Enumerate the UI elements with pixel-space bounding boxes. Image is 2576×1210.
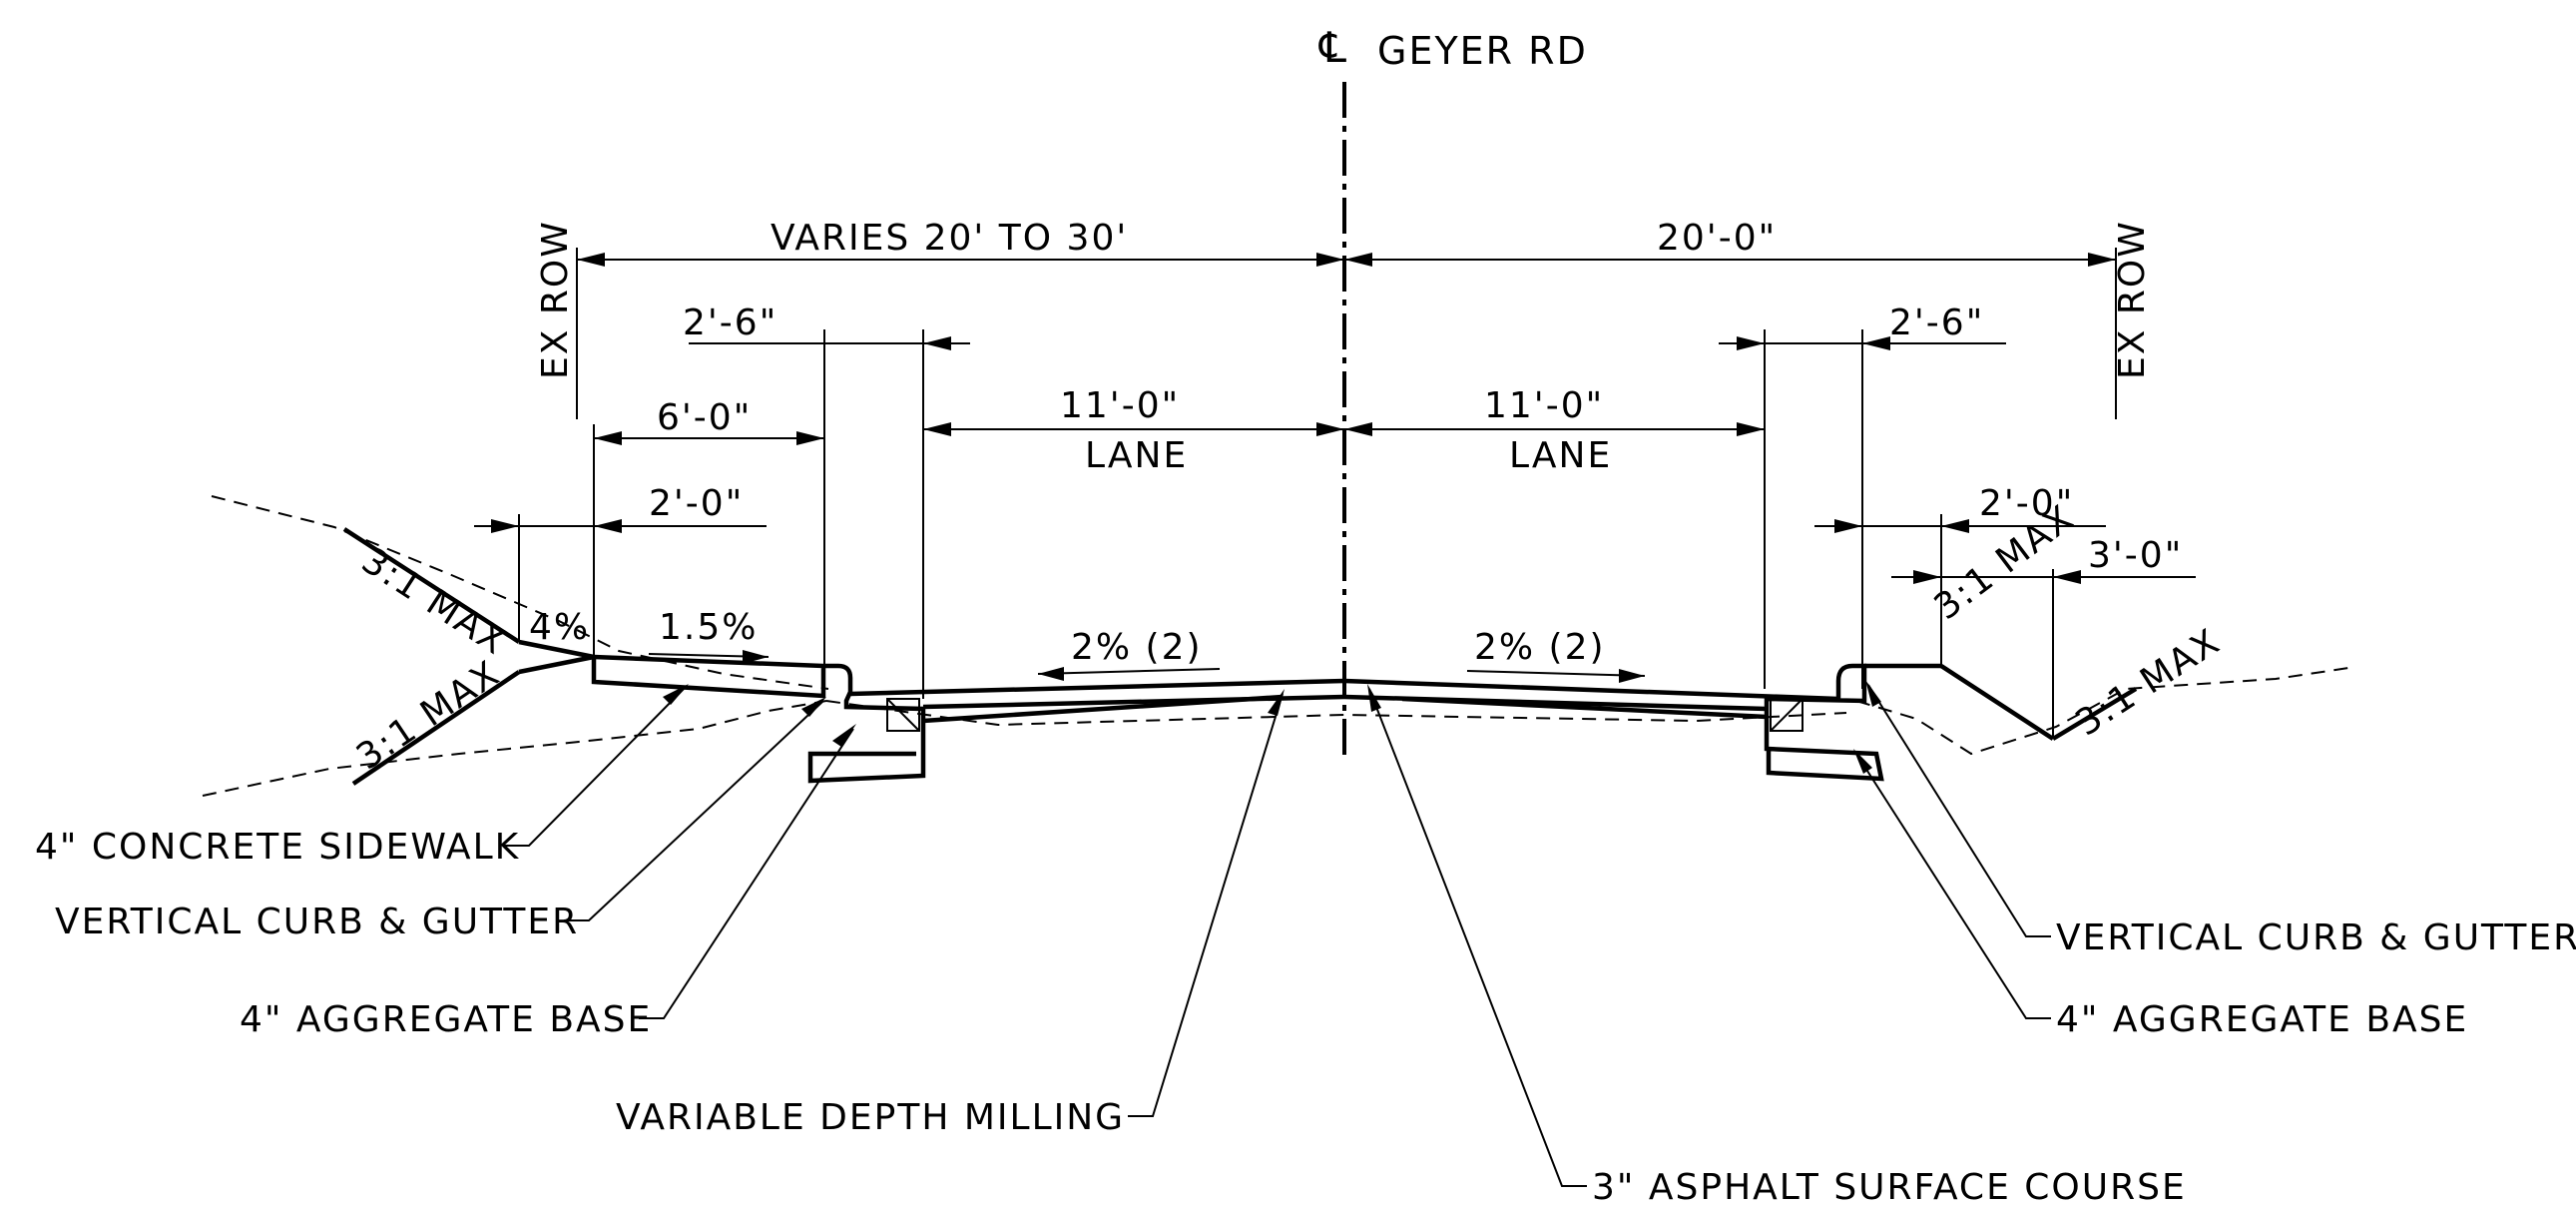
right-curb-gutter	[1764, 663, 1884, 782]
dim-left-sidewalk: 6'-0"	[657, 397, 752, 438]
dim-left-curb-width: 2'-6"	[683, 302, 777, 343]
dim-right-to-row: 20'-0"	[1657, 218, 1777, 259]
dim-right-curb-width: 2'-6"	[1889, 302, 1984, 343]
slope-left-grade: 4%	[529, 607, 590, 648]
slope-left-upper: 3:1 MAX	[354, 540, 514, 664]
left-grading	[342, 527, 595, 786]
dim-left-to-row: VARIES 20' TO 30'	[771, 218, 1128, 259]
dim-right-lane: 11'-0"	[1484, 385, 1604, 426]
callout-right-base: 4" AGGREGATE BASE	[2056, 999, 2468, 1040]
callout-milling: VARIABLE DEPTH MILLING	[616, 1097, 1125, 1138]
centerline-symbol: ℄	[1318, 23, 1348, 72]
callout-labels: 4" CONCRETE SIDEWALK VERTICAL CURB & GUT…	[35, 827, 2576, 1208]
slope-left-lower: 3:1 MAX	[349, 653, 508, 779]
right-pavement	[1343, 678, 1839, 720]
left-curb-gutter	[807, 663, 926, 784]
callout-asphalt: 3" ASPHALT SURFACE COURSE	[1592, 1167, 2187, 1208]
slope-right-lower: 3:1 MAX	[2069, 621, 2229, 745]
callout-left-sidewalk: 4" CONCRETE SIDEWALK	[35, 827, 520, 868]
row-label-right: EX ROW	[2112, 220, 2153, 379]
centerline-title: ℄ GEYER RD	[1318, 23, 1588, 73]
dim-right-buffer: 2'-0"	[1979, 483, 2074, 524]
slope-right-lane-grade: 2% (2)	[1474, 627, 1606, 668]
road-name: GEYER RD	[1377, 29, 1588, 73]
row-markers: EX ROW EX ROW	[535, 220, 2153, 379]
slope-sidewalk-grade: 1.5%	[659, 607, 758, 648]
dimension-labels: VARIES 20' TO 30' 20'-0" 2'-6" 2'-6" 6'-…	[649, 218, 2183, 576]
slope-left-lane-grade: 2% (2)	[1071, 627, 1203, 668]
left-pavement	[849, 678, 1345, 724]
dim-right-lane-label: LANE	[1509, 435, 1612, 476]
dim-left-lane-label: LANE	[1085, 435, 1188, 476]
right-grading	[1864, 663, 2138, 741]
slope-arrows	[648, 650, 1646, 683]
dim-left-buffer: 2'-0"	[649, 483, 744, 524]
slope-labels: 3:1 MAX 3:1 MAX 4% 1.5% 2% (2) 2% (2) 3:…	[349, 497, 2228, 779]
dim-right-slope-width: 3'-0"	[2088, 535, 2183, 576]
callout-left-base: 4" AGGREGATE BASE	[240, 999, 652, 1040]
existing-ground	[202, 495, 2356, 797]
left-sidewalk	[591, 654, 826, 699]
callout-left-curb: VERTICAL CURB & GUTTER	[55, 902, 579, 942]
dim-left-lane: 11'-0"	[1060, 385, 1180, 426]
dimension-lines	[474, 253, 2196, 584]
callout-right-curb: VERTICAL CURB & GUTTER	[2056, 917, 2576, 958]
callout-leaders	[504, 680, 2051, 1187]
row-label-left: EX ROW	[535, 220, 576, 379]
